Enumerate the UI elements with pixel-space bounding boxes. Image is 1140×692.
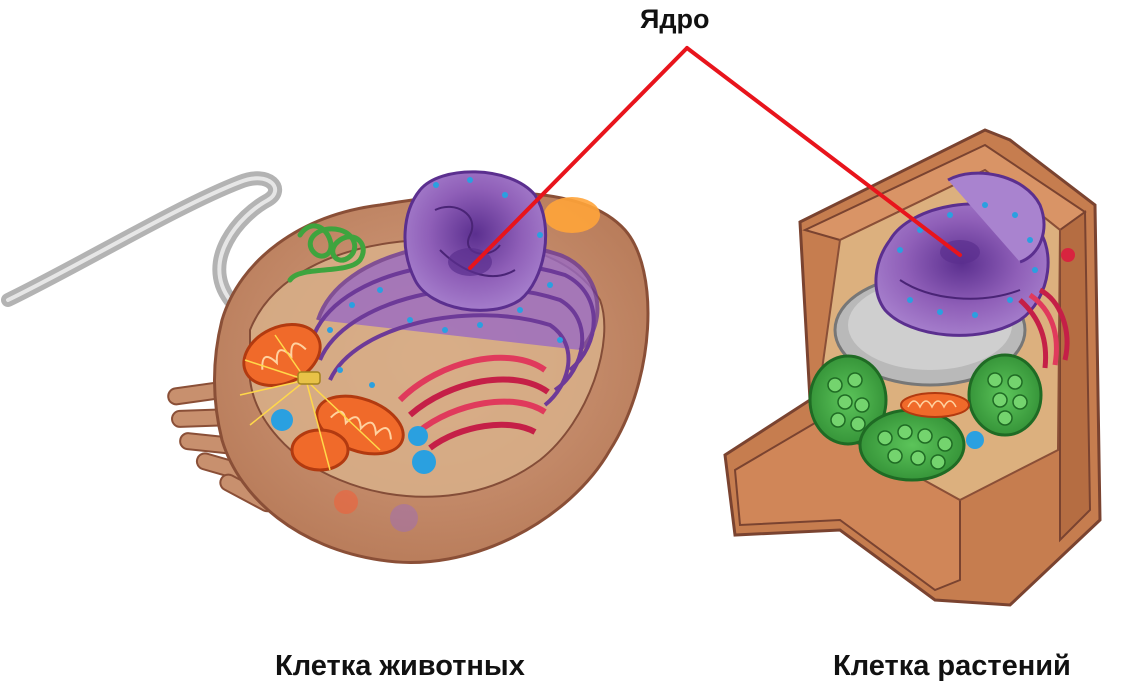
animal-golgi bbox=[397, 354, 550, 451]
plant-cell-label: Клетка растений bbox=[833, 650, 1071, 682]
animal-golgi-coil bbox=[287, 223, 366, 283]
animal-nucleus bbox=[403, 170, 548, 312]
plant-golgi bbox=[1018, 287, 1070, 369]
animal-vesicles bbox=[271, 409, 436, 532]
plant-mitochondrion bbox=[900, 392, 970, 418]
pointer-line-animal bbox=[468, 46, 689, 270]
chloroplasts bbox=[808, 353, 1043, 482]
pointer-line-plant bbox=[685, 46, 962, 257]
plant-vesicle bbox=[966, 431, 984, 449]
plant-nucleus bbox=[874, 171, 1050, 337]
ribosomes bbox=[327, 177, 563, 388]
nucleus-pointer-lines bbox=[468, 46, 962, 270]
animal-cell bbox=[1, 170, 650, 564]
plant-cell bbox=[723, 128, 1102, 607]
centriole bbox=[297, 371, 321, 385]
animal-cell-label: Клетка животных bbox=[275, 650, 525, 682]
nucleus-label: Ядро bbox=[640, 4, 710, 34]
